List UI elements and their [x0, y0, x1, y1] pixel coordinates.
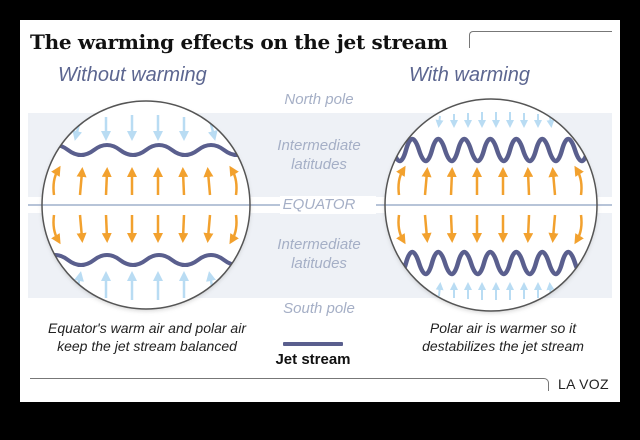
label-intermediate-south-1: Intermediate [277, 236, 361, 253]
jet-stream-diagram [28, 98, 612, 313]
infographic-panel: The warming effects on the jet stream Wi… [20, 20, 620, 402]
footer-rule [30, 378, 549, 391]
label-north-pole: North pole [284, 91, 354, 108]
label-intermediate-north-1: Intermediate [277, 137, 361, 154]
legend-jet-stream-swatch [283, 342, 343, 346]
label-intermediate-north-2: latitudes [291, 156, 347, 173]
label-intermediate-south-2: latitudes [291, 255, 347, 272]
heading-with-warming: With warming [409, 64, 530, 86]
label-equator: EQUATOR [282, 196, 356, 213]
caption-with-warming: Polar air is warmer so it destabilizes t… [422, 320, 584, 354]
title-rule [469, 31, 612, 48]
legend-jet-stream-label: Jet stream [275, 351, 351, 368]
globe-with-warming [384, 98, 598, 313]
globe-without-warming [41, 100, 251, 311]
heading-without-warming: Without warming [58, 64, 207, 86]
label-south-pole: South pole [283, 300, 355, 317]
caption-without-warming: Equator's warm air and polar air keep th… [48, 320, 246, 354]
page-title: The warming effects on the jet stream [30, 30, 448, 54]
credit-la-voz: LA VOZ [558, 376, 609, 392]
